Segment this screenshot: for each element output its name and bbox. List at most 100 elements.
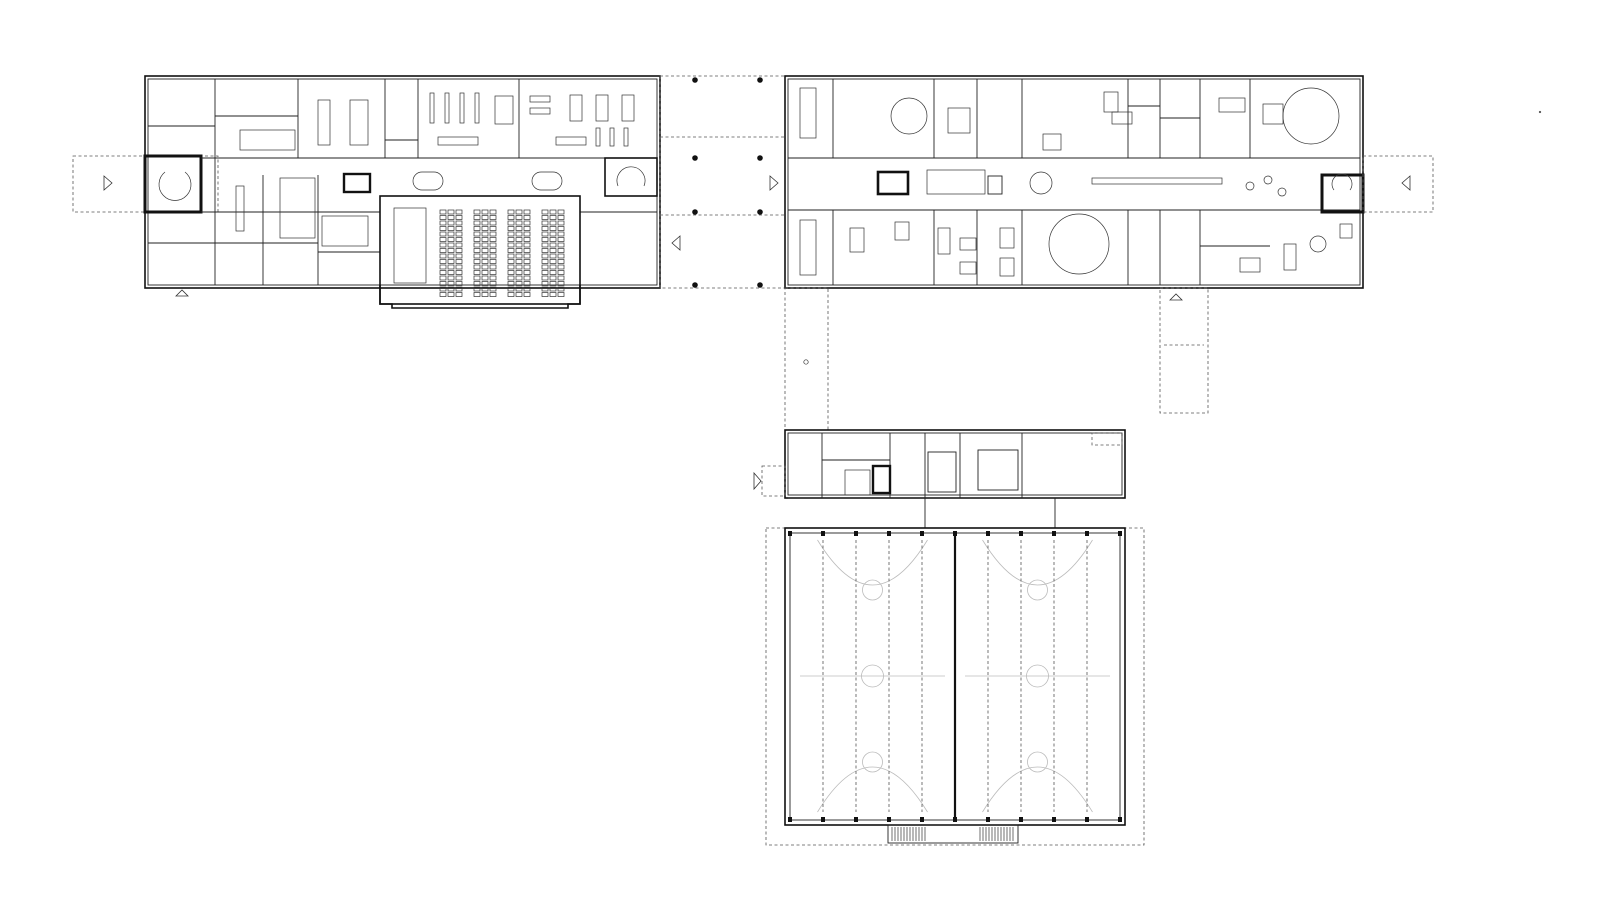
- auditorium-seat: [507, 281, 515, 286]
- covered-link: [659, 75, 786, 289]
- hall-column: [986, 817, 990, 822]
- auditorium-seat: [455, 215, 463, 220]
- auditorium-seat: [473, 286, 481, 292]
- colonnade-column: [692, 77, 698, 83]
- auditorium-seat: [507, 231, 515, 237]
- auditorium-seat: [481, 231, 489, 237]
- auditorium-seat: [541, 231, 549, 237]
- west-wing: [72, 75, 681, 309]
- auditorium-seat: [549, 286, 557, 292]
- auditorium-seat: [447, 231, 455, 237]
- auditorium-seat: [507, 275, 515, 281]
- auditorium-seat: [549, 264, 557, 270]
- court-key-top: [817, 539, 928, 586]
- auditorium-seat: [447, 237, 455, 242]
- auditorium-seat: [541, 242, 549, 248]
- court-center-circle: [861, 664, 884, 688]
- hall-column: [953, 531, 957, 536]
- auditorium-seat: [557, 220, 565, 226]
- auditorium-seat: [515, 231, 523, 237]
- auditorium-seat: [557, 253, 565, 259]
- auditorium-seat: [439, 237, 447, 242]
- auditorium-seat: [455, 253, 463, 259]
- auditorium-seat: [439, 220, 447, 226]
- auditorium-seat: [489, 292, 497, 297]
- auditorium-seat: [541, 281, 549, 286]
- auditorium-seat: [447, 259, 455, 264]
- auditorium-seat: [507, 264, 515, 270]
- auditorium-seat: [439, 270, 447, 275]
- court-key-bottom: [982, 766, 1093, 813]
- auditorium-seat: [515, 259, 523, 264]
- hall-column: [1052, 817, 1056, 822]
- auditorium-seat: [507, 248, 515, 253]
- hall-column: [854, 531, 858, 536]
- auditorium-seat: [439, 253, 447, 259]
- east-entry-canopy: [1362, 155, 1434, 213]
- auditorium-seat: [523, 242, 531, 248]
- auditorium-seat: [489, 264, 497, 270]
- auditorium-seat: [481, 281, 489, 286]
- auditorium-seat: [455, 259, 463, 264]
- auditorium-seat: [473, 209, 481, 215]
- auditorium-seat: [541, 248, 549, 253]
- auditorium-seat: [489, 209, 497, 215]
- auditorium-seat: [455, 237, 463, 242]
- auditorium-seat: [489, 253, 497, 259]
- auditorium-seat: [515, 292, 523, 297]
- auditorium-seat: [489, 259, 497, 264]
- auditorium-seat: [557, 209, 565, 215]
- court-free-throw-top: [862, 579, 883, 601]
- court-key-bottom: [817, 766, 928, 813]
- auditorium-seat: [541, 292, 549, 297]
- auditorium: [379, 195, 581, 305]
- auditorium-seat: [473, 259, 481, 264]
- auditorium-seat: [515, 209, 523, 215]
- auditorium-seat: [489, 220, 497, 226]
- auditorium-seat: [523, 215, 531, 220]
- west-lift-core: [342, 172, 372, 194]
- colonnade-column: [757, 209, 763, 215]
- auditorium-seat: [515, 242, 523, 248]
- auditorium-seat: [549, 281, 557, 286]
- colonnade-outline: [659, 75, 786, 289]
- auditorium-seat: [541, 209, 549, 215]
- auditorium-seat: [549, 259, 557, 264]
- auditorium-seat: [473, 248, 481, 253]
- auditorium-seat: [447, 275, 455, 281]
- auditorium-seat: [523, 209, 531, 215]
- hall-column: [920, 817, 924, 822]
- auditorium-seat: [515, 226, 523, 231]
- auditorium-seat: [489, 226, 497, 231]
- auditorium-seat: [455, 281, 463, 286]
- auditorium-seat: [455, 242, 463, 248]
- auditorium-seat: [515, 281, 523, 286]
- auditorium-seat: [523, 248, 531, 253]
- east-spiral-stair-2: [1331, 173, 1353, 191]
- auditorium-seat: [515, 215, 523, 220]
- auditorium-seat: [481, 209, 489, 215]
- auditorium-seat: [515, 248, 523, 253]
- auditorium-seat: [447, 226, 455, 231]
- auditorium-seat: [447, 264, 455, 270]
- auditorium-seat: [481, 242, 489, 248]
- hall-column: [887, 817, 891, 822]
- auditorium-seat: [549, 248, 557, 253]
- auditorium-seat: [515, 220, 523, 226]
- auditorium-seat: [549, 220, 557, 226]
- auditorium-seat: [455, 248, 463, 253]
- colonnade-columns: [692, 77, 763, 288]
- auditorium-seat: [447, 248, 455, 253]
- auditorium-seat: [439, 286, 447, 292]
- auditorium-seat: [489, 270, 497, 275]
- court-markings: [800, 539, 1110, 813]
- auditorium-seat: [523, 292, 531, 297]
- auditorium-seat: [481, 270, 489, 275]
- spiral-stair-box: [604, 157, 658, 197]
- auditorium-seat: [557, 215, 565, 220]
- auditorium-seat: [557, 259, 565, 264]
- auditorium-seat: [439, 264, 447, 270]
- hall-column: [887, 531, 891, 536]
- auditorium-seat: [489, 275, 497, 281]
